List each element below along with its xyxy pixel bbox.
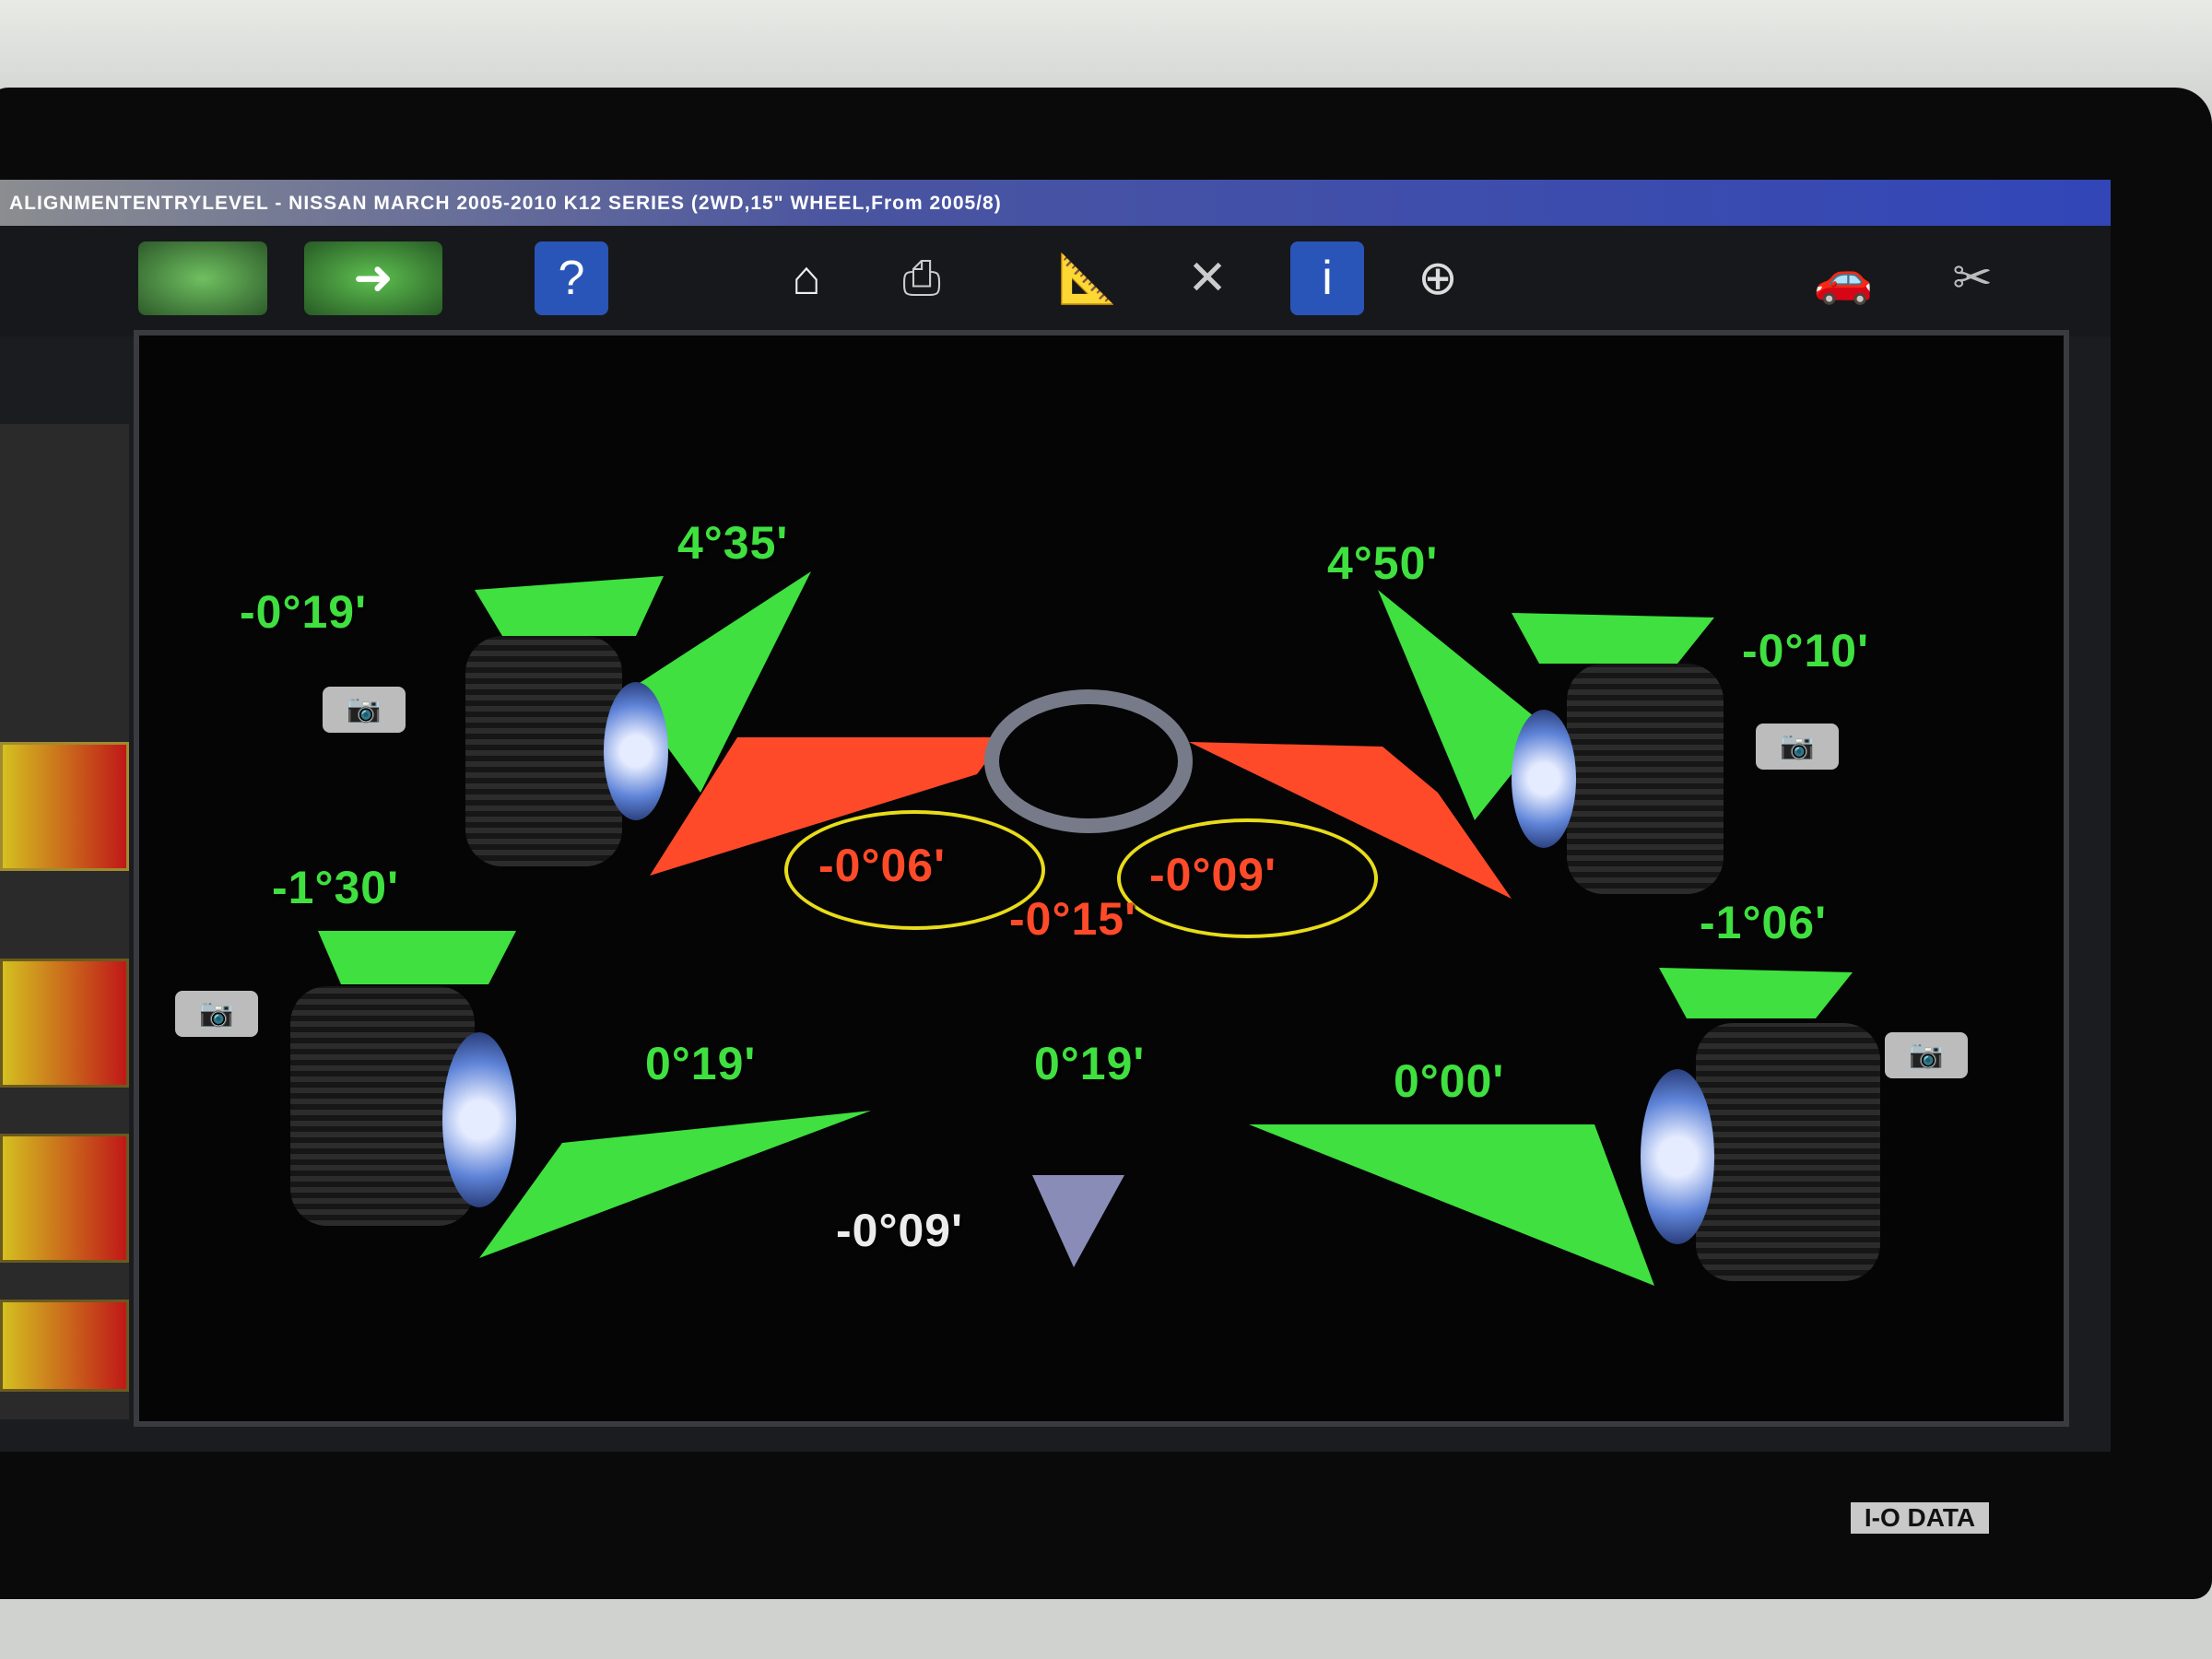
rear-right-wheel xyxy=(1696,1023,1880,1281)
front-left-hub xyxy=(604,682,668,820)
front-left-wheel xyxy=(465,636,622,866)
monitor-brand-logo: I-O DATA xyxy=(1851,1502,1989,1534)
front-right-camber-gauge xyxy=(1512,613,1714,664)
rear-left-hub xyxy=(442,1032,516,1207)
rear-right-camber-gauge xyxy=(1659,968,1853,1018)
front-right-wheel xyxy=(1567,664,1724,894)
front-left-camber: -0°19' xyxy=(240,586,367,638)
camera-icon[interactable]: 📷 xyxy=(1885,1032,1968,1078)
front-left-caster: 4°35' xyxy=(677,517,789,569)
rear-right-toe-gauge xyxy=(1249,1124,1654,1286)
rear-right-camber: -1°06' xyxy=(1700,897,1827,948)
measure-tools-icon[interactable]: 📐 xyxy=(1057,252,1118,306)
thrust-angle: -0°09' xyxy=(836,1205,963,1256)
printer-icon[interactable]: ⎙ xyxy=(902,251,941,305)
back-arrow-icon[interactable] xyxy=(138,241,267,315)
rear-left-toe-gauge xyxy=(479,1111,871,1258)
sidebar-thumb-4[interactable] xyxy=(0,1300,129,1392)
front-left-toe-gauge xyxy=(650,737,1005,876)
wrench-settings-icon[interactable]: ✕ xyxy=(1187,252,1228,305)
vehicle-customer-icon[interactable]: 🚗 xyxy=(1813,252,1874,306)
rear-left-camber-gauge xyxy=(318,931,516,984)
front-right-camber: -0°10' xyxy=(1742,625,1869,677)
thrust-angle-gauge xyxy=(1032,1175,1124,1267)
home-icon[interactable]: ⌂ xyxy=(792,252,821,305)
window-title: ALIGNMENTENTRYLEVEL - NISSAN MARCH 2005-… xyxy=(0,180,2111,226)
adjust-tools-icon[interactable]: ✂ xyxy=(1952,252,1993,305)
camera-icon[interactable]: 📷 xyxy=(1756,724,1839,770)
rear-left-camber: -1°30' xyxy=(272,862,399,913)
help-icon[interactable]: ? xyxy=(535,241,608,315)
highlight-circle xyxy=(784,810,1045,930)
front-right-caster: 4°50' xyxy=(1327,537,1439,589)
sidebar-thumb-front[interactable] xyxy=(0,742,129,871)
front-left-camber-gauge xyxy=(475,576,664,636)
rear-total-toe: 0°19' xyxy=(1034,1038,1146,1089)
info-icon[interactable]: i xyxy=(1290,241,1364,315)
rear-right-toe: 0°00' xyxy=(1394,1055,1505,1107)
rear-right-hub xyxy=(1641,1069,1714,1244)
sidebar-thumb-2[interactable] xyxy=(0,959,129,1088)
zoom-icon[interactable]: ⊕ xyxy=(1418,252,1458,305)
front-right-caster-gauge xyxy=(1378,590,1548,820)
front-right-toe-gauge xyxy=(1189,742,1512,899)
sidebar-thumb-3[interactable] xyxy=(0,1134,129,1263)
front-total-toe: -0°15' xyxy=(1009,893,1136,945)
highlight-circle xyxy=(1117,818,1378,938)
front-right-hub xyxy=(1512,710,1576,848)
camera-icon[interactable]: 📷 xyxy=(175,991,258,1037)
front-left-caster-gauge xyxy=(627,571,811,793)
rear-left-toe: 0°19' xyxy=(645,1038,757,1089)
forward-arrow-icon[interactable]: ➜ xyxy=(304,241,442,315)
steering-wheel xyxy=(984,689,1193,833)
camera-icon[interactable]: 📷 xyxy=(323,687,406,733)
